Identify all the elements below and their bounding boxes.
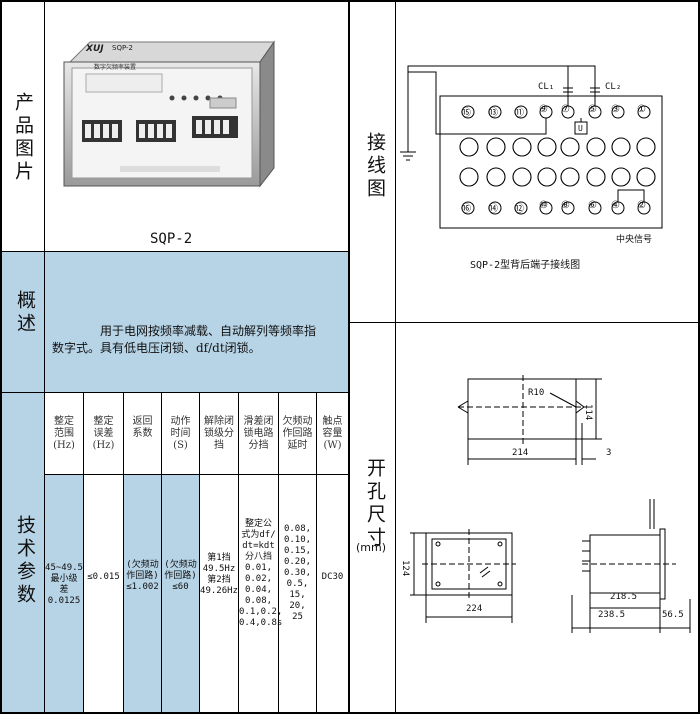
value-cell-range xyxy=(45,475,83,712)
value-setting-error: ≤0.015 xyxy=(87,572,120,582)
terminal-14: ⑭ xyxy=(488,204,498,215)
center-divider xyxy=(348,0,350,714)
product-photo xyxy=(60,40,280,190)
terminal-1: ① xyxy=(637,104,646,115)
header-action-time: 动作时间(S) xyxy=(170,416,191,451)
col-divider xyxy=(238,393,239,712)
product-image-label: 产品图片 xyxy=(12,92,34,184)
header-row-divider xyxy=(45,474,348,475)
col-divider xyxy=(278,393,279,712)
terminal-2: ② xyxy=(637,200,646,211)
border-top xyxy=(0,0,700,2)
terminal-11: ⑪ xyxy=(514,108,524,119)
dim-r10: R10 xyxy=(528,388,545,398)
cutout-label: 开孔尺寸 xyxy=(364,458,386,550)
terminal-5: ⑤ xyxy=(588,104,597,115)
overview-content-cell xyxy=(45,252,348,392)
overview-text-line2: 数字式。具有低电压闭锁、df/dt闭锁。 xyxy=(52,341,261,355)
dim-114: 114 xyxy=(583,404,593,421)
product-model-caption: SQP-2 xyxy=(150,231,193,247)
col-divider xyxy=(83,393,84,712)
col-divider xyxy=(199,393,200,712)
header-unlock-level: 解除闭锁级分挡 xyxy=(204,416,234,451)
value-action-time: (欠频动作回路)≤60 xyxy=(164,560,197,592)
header-return-coefficient: 返回系数 xyxy=(132,416,153,439)
value-contact-capacity: DC30 xyxy=(321,572,344,582)
terminal-3: ③ xyxy=(611,104,620,115)
right-label-divider xyxy=(395,0,396,714)
capacitor-cl2-label: CL₂ xyxy=(605,82,622,92)
params-label: 技术参数 xyxy=(14,515,36,607)
terminal-4: ④ xyxy=(611,200,620,211)
device-name: 数字欠频率装置 xyxy=(94,64,137,71)
dim-238-5: 238.5 xyxy=(598,610,626,620)
overview-label-cell xyxy=(2,252,44,392)
header-slip-lock: 滑差闭锁电路分挡 xyxy=(243,416,274,451)
terminal-16: ⑯ xyxy=(461,204,471,215)
params-label-cell xyxy=(2,393,44,712)
value-cell-time xyxy=(162,475,199,712)
value-underfreq-delay: 0.08,0.10,0.15,0.20,0.30,0.5,15,20,25 xyxy=(283,524,312,622)
terminal-15: ⑮ xyxy=(461,108,471,119)
dim-218-5: 218.5 xyxy=(610,592,638,602)
left-row-divider-1 xyxy=(0,251,349,252)
overview-label: 概述 xyxy=(14,290,36,336)
device-brand: XUJ xyxy=(86,44,104,54)
border-bottom xyxy=(0,712,700,714)
left-row-divider-2 xyxy=(0,392,349,393)
right-row-divider xyxy=(349,322,699,323)
wiring-diagram xyxy=(400,65,663,229)
device-model-tag: SQP-2 xyxy=(112,44,133,52)
header-underfreq-delay: 欠频动作回路延时 xyxy=(282,416,313,451)
terminal-8: ⑧ xyxy=(561,200,570,211)
wiring-label: 接线图 xyxy=(364,132,386,201)
terminal-10: ⑩ xyxy=(539,200,548,211)
dim-214: 214 xyxy=(512,448,529,458)
header-contact-capacity: 触点容量(W) xyxy=(322,416,343,451)
overview-text-line1: 用于电网按频率减载、自动解列等频率指 xyxy=(100,324,317,338)
terminal-13: ⑬ xyxy=(488,108,498,119)
dim-124: 124 xyxy=(400,560,410,577)
u-label: U xyxy=(578,124,583,133)
left-label-divider xyxy=(44,0,45,714)
cutout-unit: (mm) xyxy=(356,541,387,554)
wiring-caption: SQP-2型背后端子接线图 xyxy=(470,260,581,271)
border-right xyxy=(698,0,700,714)
col-divider xyxy=(123,393,124,712)
capacitor-cl1-label: CL₁ xyxy=(538,82,555,92)
header-setting-error: 整定误差(Hz) xyxy=(92,416,115,451)
cutout-drawing xyxy=(410,375,691,633)
header-setting-range: 整定范围(Hz) xyxy=(53,416,75,451)
border-left xyxy=(0,0,2,714)
terminal-7: ⑦ xyxy=(561,104,570,115)
col-divider xyxy=(316,393,317,712)
col-divider xyxy=(161,393,162,712)
value-return-coefficient: (欠频动作回路)≤1.002 xyxy=(126,560,159,592)
terminal-12: ⑫ xyxy=(514,204,524,215)
central-signal-label: 中央信号 xyxy=(616,235,653,245)
value-cell-return xyxy=(124,475,161,712)
dim-3: 3 xyxy=(606,448,612,458)
terminal-6: ⑥ xyxy=(588,200,597,211)
dim-56-5: 56.5 xyxy=(662,610,684,620)
terminal-9: ⑨ xyxy=(539,104,548,115)
dim-224: 224 xyxy=(466,604,483,614)
